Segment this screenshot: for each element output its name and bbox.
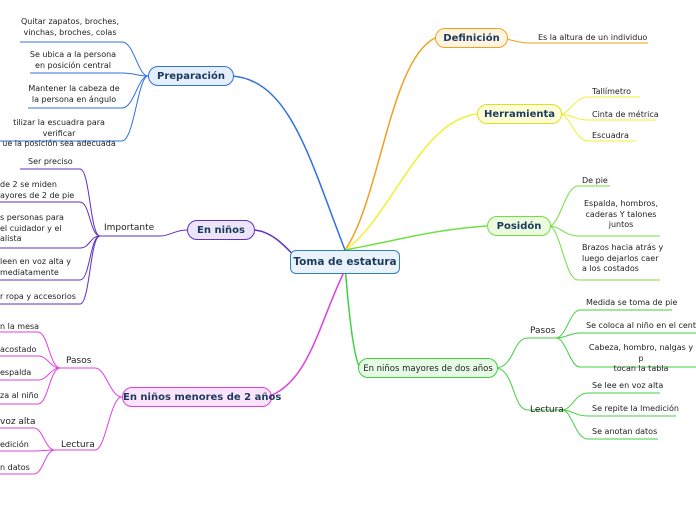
menores-pasos-label: Pasos — [66, 356, 92, 366]
definicion-item: Es la altura de un individuo — [538, 33, 648, 42]
mayores-paso-1: Medida se toma de pie — [586, 298, 678, 307]
connector-herramienta — [344, 113, 478, 251]
central-topic[interactable]: Toma de estatura — [290, 250, 400, 274]
mayores-lectura-1: Se lee en voz alta — [592, 381, 664, 390]
connector-definicion — [344, 37, 436, 251]
preparacion-item-4: tilizar la escuadra para verificar ue la… — [2, 118, 116, 148]
menores-paso-2: acostado — [0, 345, 37, 354]
mayores-paso-2: Se coloca al niño en el centro — [586, 321, 696, 330]
en-ninos-item-3: s personas para el cuidador y el alista — [0, 213, 64, 243]
preparacion-item-1: Quitar zapatos, broches, vinchas, broche… — [20, 17, 119, 37]
menores-lectura-3: n datos — [0, 463, 30, 472]
menores-lectura-2: edición — [0, 440, 29, 449]
en-ninos-item-5: r ropa y accesorios — [0, 292, 76, 301]
preparacion-item-3: Mantener la cabeza de la persona en ángu… — [28, 84, 120, 104]
preparacion-item-2: Se ubica a la persona en posición centra… — [29, 50, 117, 70]
herramienta-item-2: Cinta de métrica — [592, 110, 659, 119]
posicion-item-3: Brazos hacia atrás y luego dejarlos caer… — [582, 243, 664, 273]
topic-en-ninos[interactable]: En niños — [187, 220, 255, 240]
en-ninos-item-4: leen en voz alta y mediatamente — [0, 257, 72, 277]
connector-mayores — [344, 264, 361, 369]
menores-paso-3: espalda — [0, 368, 32, 377]
mayores-paso-3: Cabeza, hombro, nalgas y p tocan la tabl… — [588, 343, 694, 373]
en-ninos-sub-label: Importante — [104, 223, 155, 233]
menores-lectura-1: voz alta — [0, 417, 36, 427]
herramienta-item-1: Tallímetro — [592, 87, 631, 96]
menores-lectura-label: Lectura — [61, 440, 95, 450]
posicion-item-1: De pie — [582, 176, 608, 185]
en-ninos-item-2: de 2 se miden ayores de 2 de pie — [0, 180, 75, 200]
en-ninos-item-1: Ser preciso — [28, 157, 73, 166]
connector-posicion — [344, 225, 488, 251]
mayores-lectura-label: Lectura — [530, 405, 564, 415]
mayores-lectura-2: Se repite la lmedición — [592, 404, 679, 413]
mayores-pasos-label: Pasos — [530, 326, 556, 336]
topic-definicion[interactable]: Definición — [435, 28, 508, 48]
topic-posicion[interactable]: Posidón — [487, 216, 551, 236]
topic-mayores[interactable]: En niños mayores de dos años — [358, 358, 498, 378]
menores-paso-4: za al niño — [0, 391, 39, 400]
topic-preparacion[interactable]: Preparación — [148, 66, 234, 86]
menores-paso-1: n la mesa — [0, 322, 40, 331]
topic-herramienta[interactable]: Herramienta — [477, 104, 562, 124]
posicion-item-2: Espalda, hombros, caderas Y talones junt… — [583, 199, 659, 229]
herramienta-item-3: Escuadra — [592, 131, 629, 140]
connector-menores — [269, 269, 346, 397]
mayores-lectura-3: Se anotan datos — [592, 427, 658, 436]
topic-menores[interactable]: En niños menores de 2 años — [122, 387, 281, 407]
connector-preparacion — [231, 75, 346, 251]
